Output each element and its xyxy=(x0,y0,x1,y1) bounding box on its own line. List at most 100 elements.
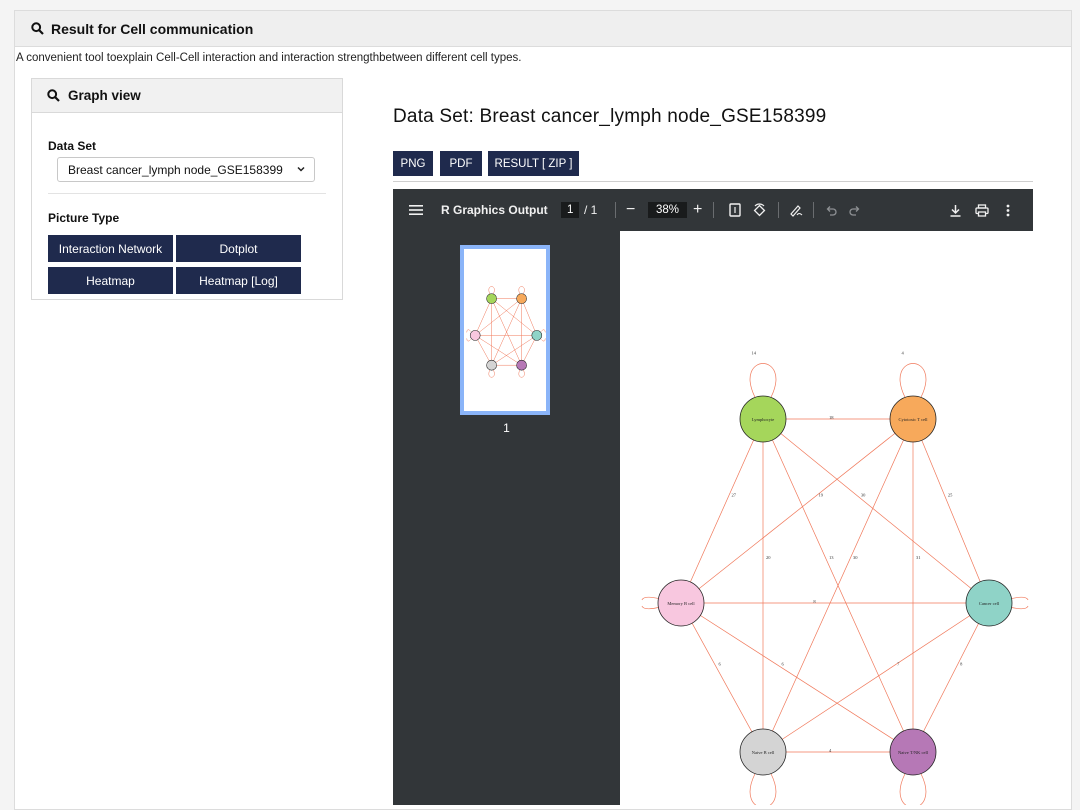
dataset-select-value: Breast cancer_lymph node_GSE158399 xyxy=(68,162,283,177)
print-icon[interactable] xyxy=(975,189,989,231)
interaction-edge xyxy=(474,298,492,336)
png-button[interactable]: PNG xyxy=(393,151,433,176)
self-loop-edge xyxy=(541,329,546,342)
graph-view-panel: Graph view Data Set Breast cancer_lymph … xyxy=(31,78,343,300)
interaction-network-button[interactable]: Interaction Network xyxy=(48,235,173,262)
cell-type-node xyxy=(531,330,543,341)
interaction-edge xyxy=(762,418,990,604)
result-zip-button[interactable]: RESULT [ ZIP ] xyxy=(488,151,579,176)
pdf-page-area: 14432182730201319253031866784LymphocyteC… xyxy=(620,231,1033,808)
thumbnail-network xyxy=(466,286,546,378)
zoom-in-icon[interactable]: + xyxy=(693,201,703,218)
zoom-level-input[interactable]: 38% xyxy=(648,202,688,218)
edge-weight-label: 18 xyxy=(829,415,834,420)
divider xyxy=(48,193,326,194)
toolbar-separator xyxy=(778,202,779,218)
interaction-edge xyxy=(474,335,492,366)
self-loop-edge xyxy=(518,369,525,378)
edge-weight-label: 25 xyxy=(948,492,953,497)
interaction-network-graph: 14432182730201319253031866784LymphocyteC… xyxy=(641,350,1029,808)
interaction-edge xyxy=(680,418,914,604)
interaction-edge xyxy=(762,602,990,753)
dataset-label: Data Set xyxy=(48,139,97,153)
dataset-title: Data Set: Breast cancer_lymph node_GSE15… xyxy=(393,106,827,127)
edge-weight-label: 4 xyxy=(829,748,832,753)
redo-icon[interactable] xyxy=(849,189,861,231)
thumbnail-sidebar: 1 xyxy=(393,231,620,805)
interaction-edge xyxy=(491,298,522,366)
toolbar-separator xyxy=(713,202,714,218)
cell-type-label: Lymphocyte xyxy=(752,417,775,422)
edge-weight-label: 30 xyxy=(853,555,858,560)
self-loop-edge xyxy=(749,363,777,398)
zoom-out-icon[interactable]: − xyxy=(626,201,636,218)
heatmap-log-button[interactable]: Heatmap [Log] xyxy=(176,267,301,294)
cell-type-node xyxy=(657,579,705,627)
toolbar-separator xyxy=(615,202,616,218)
self-loop-label: 14 xyxy=(752,350,757,355)
self-loop-edge xyxy=(749,773,777,808)
dotplot-button[interactable]: Dotplot xyxy=(176,235,301,262)
pdf-page: 14432182730201319253031866784LymphocyteC… xyxy=(620,231,1033,808)
edge-weight-label: 27 xyxy=(732,492,737,497)
edge-weight-label: 20 xyxy=(766,555,771,560)
page-thumbnail[interactable] xyxy=(460,245,550,415)
self-loop-edge xyxy=(899,773,927,808)
cell-type-label: Naive T/NK cell xyxy=(898,750,929,755)
cell-type-node xyxy=(889,728,937,776)
graph-view-header: Graph view xyxy=(32,79,342,113)
edge-weight-label: 8 xyxy=(960,662,963,667)
interaction-edge xyxy=(680,602,914,753)
pdf-button[interactable]: PDF xyxy=(440,151,482,176)
interaction-edge xyxy=(475,298,522,336)
interaction-edge xyxy=(521,335,538,366)
annotate-icon[interactable] xyxy=(789,189,803,231)
edge-weight-label: 19 xyxy=(819,492,824,497)
rotate-icon[interactable] xyxy=(752,189,767,231)
more-options-icon[interactable] xyxy=(1006,189,1010,231)
cell-type-label: Cytotoxic T cell xyxy=(898,417,928,422)
self-loop-edge xyxy=(488,369,495,378)
interaction-edge xyxy=(762,418,914,753)
self-loop-edge xyxy=(518,286,525,294)
edge-weight-label: 7 xyxy=(897,662,900,667)
menu-icon[interactable] xyxy=(409,189,423,231)
page-number-input[interactable]: 1 xyxy=(561,202,580,218)
cell-type-node xyxy=(486,293,497,304)
heatmap-button[interactable]: Heatmap xyxy=(48,267,173,294)
interaction-edge xyxy=(475,335,522,366)
cell-type-label: Cancer cell xyxy=(979,601,1000,606)
edge-weight-label: 30 xyxy=(861,492,866,497)
edge-weight-label: 13 xyxy=(829,555,834,560)
download-icon[interactable] xyxy=(949,189,962,231)
fit-page-icon[interactable] xyxy=(729,189,741,231)
self-loop-label: 4 xyxy=(902,350,905,355)
interaction-edge xyxy=(912,418,990,604)
pdf-toolbar: R Graphics Output 1 / 1 − 38% + xyxy=(393,189,1033,231)
result-header: Result for Cell communication xyxy=(15,11,1071,47)
thumbnail-page-number: 1 xyxy=(503,421,510,435)
interaction-edge xyxy=(680,418,764,604)
self-loop-edge xyxy=(899,363,927,398)
cell-type-node xyxy=(965,579,1013,627)
interaction-edge xyxy=(491,298,537,336)
cell-type-label: Naive B cell xyxy=(752,750,775,755)
pdf-viewer: R Graphics Output 1 / 1 − 38% + xyxy=(393,189,1033,808)
undo-icon[interactable] xyxy=(825,189,837,231)
edge-weight-label: 8 xyxy=(813,599,816,604)
interaction-edge xyxy=(912,602,990,753)
cell-type-node xyxy=(889,395,937,443)
self-loop-edge xyxy=(488,286,495,294)
graph-view-title: Graph view xyxy=(68,88,141,103)
dataset-select[interactable]: Breast cancer_lymph node_GSE158399 xyxy=(57,157,315,182)
result-title: Result for Cell communication xyxy=(51,20,254,37)
divider xyxy=(393,181,1033,182)
cell-type-node xyxy=(469,330,481,341)
self-loop-edge xyxy=(466,329,471,342)
cell-type-node xyxy=(739,395,787,443)
interaction-edge xyxy=(491,335,537,366)
cell-type-node xyxy=(516,293,527,304)
edge-weight-label: 6 xyxy=(718,662,721,667)
interaction-edge xyxy=(521,298,538,336)
cell-type-node xyxy=(739,728,787,776)
